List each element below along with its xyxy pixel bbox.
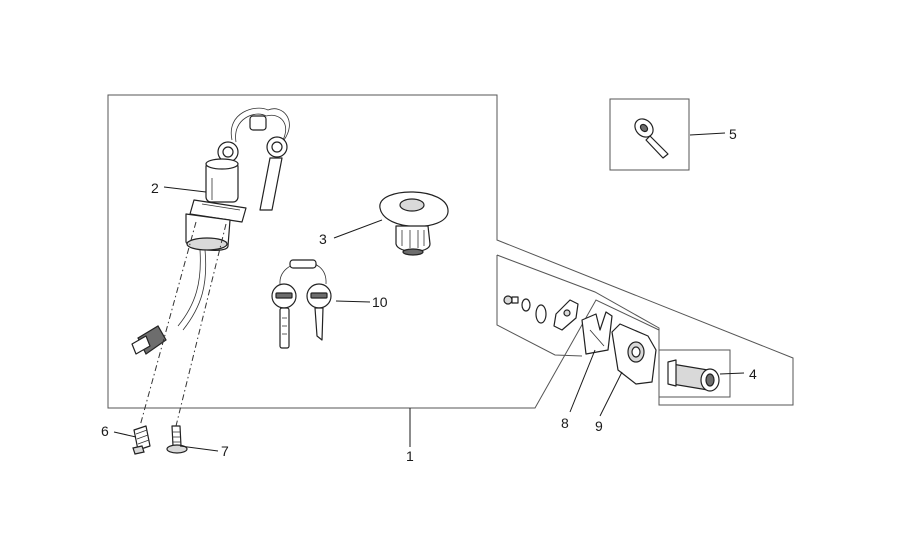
callout-3: 3 xyxy=(319,231,327,247)
key-icon xyxy=(271,259,332,349)
lock-hardware-icon xyxy=(503,295,579,331)
kit-frame-1 xyxy=(107,94,794,409)
leader-5 xyxy=(689,132,726,136)
screw-6-icon xyxy=(132,425,151,455)
leader-10 xyxy=(335,300,371,303)
callout-1: 1 xyxy=(406,448,414,464)
leader-lines xyxy=(113,132,745,452)
callout-5: 5 xyxy=(729,126,737,142)
leader-2 xyxy=(163,186,207,193)
fuel-cap-icon xyxy=(379,191,449,256)
lock-set-frame xyxy=(496,254,660,357)
callout-7: 7 xyxy=(221,443,229,459)
leader-6 xyxy=(113,431,137,438)
callout-4: 4 xyxy=(749,366,757,382)
leader-3 xyxy=(333,219,383,239)
leader-8 xyxy=(569,349,596,413)
callout-2: 2 xyxy=(151,180,159,196)
ignition-switch-icon xyxy=(131,107,290,427)
key-detail-frame-5 xyxy=(609,98,690,171)
callout-10: 10 xyxy=(372,294,388,310)
callout-labels: 1 2 3 4 5 6 7 8 9 10 xyxy=(101,126,757,464)
callout-8: 8 xyxy=(561,415,569,431)
leader-7 xyxy=(179,445,219,452)
callout-9: 9 xyxy=(595,418,603,434)
leader-4 xyxy=(719,372,745,375)
lock-plate-9-icon xyxy=(611,323,657,385)
group-frames xyxy=(107,94,794,409)
key-detail-icon xyxy=(634,118,669,159)
leader-9 xyxy=(599,371,623,417)
screw-7-icon xyxy=(166,425,188,454)
lock-cylinder-icon xyxy=(667,359,720,392)
lock-cover-8-icon xyxy=(581,311,613,355)
callout-6: 6 xyxy=(101,423,109,439)
